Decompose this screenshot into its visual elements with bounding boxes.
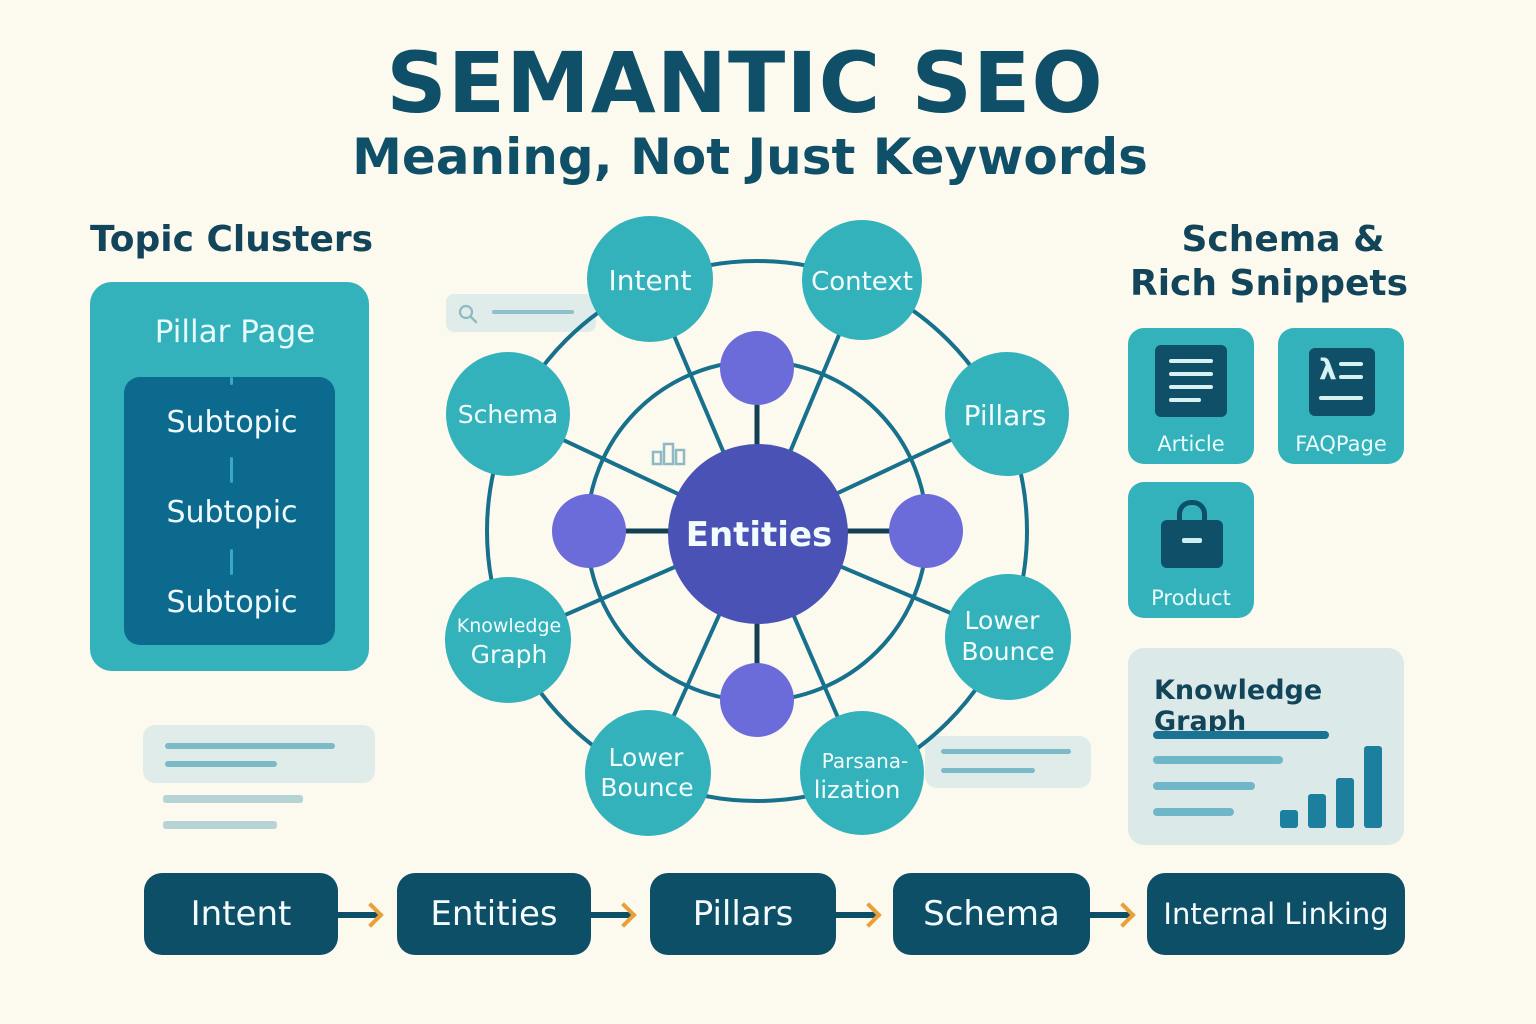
flow-connector [836, 912, 876, 918]
inner-node[interactable] [889, 494, 963, 568]
search-icon [458, 304, 478, 324]
node-label-intent: Intent [609, 264, 692, 297]
placeholder-line [165, 761, 277, 767]
placeholder-line [163, 795, 303, 803]
node-knowledge-graph[interactable] [445, 577, 571, 703]
node-label-lower: Lower [965, 606, 1041, 635]
flow-step-pillars[interactable]: Pillars [650, 873, 836, 955]
inner-node[interactable] [552, 494, 626, 568]
center-node-entities[interactable] [668, 444, 848, 624]
topic-clusters-heading: Topic Clusters [90, 219, 374, 260]
bar-chart-icon [651, 442, 686, 466]
connector-line [230, 457, 233, 483]
node-label-context: Context [811, 267, 913, 297]
flow-step-internal-linking[interactable]: Internal Linking [1147, 873, 1405, 955]
placeholder-line [1153, 782, 1255, 790]
knowledge-graph-title: Knowledge Graph [1154, 675, 1323, 737]
page-subtitle: Meaning, Not Just Keywords [352, 128, 1148, 186]
placeholder-line [163, 821, 277, 829]
lambda-list-icon: λ [1309, 348, 1375, 416]
outer-nodes [445, 216, 1071, 836]
node-label-bounce: Bounce [600, 773, 693, 802]
flow-connector [591, 912, 631, 918]
schema-card-label: Article [1157, 432, 1225, 456]
node-pillars[interactable] [945, 352, 1069, 476]
flow-step-schema[interactable]: Schema [893, 873, 1090, 955]
node-context[interactable] [802, 220, 922, 340]
schema-card-article[interactable]: Article [1128, 328, 1254, 464]
pillar-page-card: Pillar Page Subtopic Subtopic Subtopic [90, 282, 369, 671]
knowledge-graph-card: Knowledge Graph [1128, 648, 1404, 845]
inner-node[interactable] [720, 663, 794, 737]
center-label-entities: Entities [686, 515, 833, 555]
node-label-lower: Lower [609, 743, 685, 772]
outer-ring [485, 259, 1029, 803]
placeholder-line [1153, 808, 1234, 816]
schema-card-label: FAQPage [1295, 432, 1387, 456]
node-personalization[interactable] [800, 711, 924, 835]
subtopic-item: Subtopic [166, 405, 298, 440]
placeholder-line [941, 749, 1071, 754]
schema-heading-line2: Rich Snippets [1129, 263, 1409, 304]
node-label-knowledge: Knowledge [457, 615, 561, 637]
schema-card-faqpage[interactable]: λ FAQPage [1278, 328, 1404, 464]
flow-connector [1090, 912, 1130, 918]
schema-heading-line1: Schema & [1181, 219, 1385, 260]
node-lower-bounce-right[interactable] [945, 574, 1071, 700]
placeholder-line [1153, 756, 1283, 764]
subtopics-group: Subtopic Subtopic Subtopic [124, 377, 335, 645]
node-label-pillars: Pillars [964, 399, 1047, 432]
flow-connector [338, 912, 378, 918]
decorative-text-card [925, 736, 1091, 788]
placeholder-line [1153, 731, 1329, 739]
shopping-bag-icon [1161, 500, 1223, 572]
document-lines-icon [1155, 345, 1227, 417]
placeholder-line [941, 768, 1035, 773]
node-intent[interactable] [587, 216, 713, 342]
inner-node[interactable] [720, 331, 794, 405]
decorative-text-card [143, 725, 375, 783]
node-label-parsana: Parsana- [822, 749, 908, 773]
search-bar[interactable] [446, 294, 596, 332]
bar-chart-icon [1278, 743, 1388, 828]
flow-step-entities[interactable]: Entities [397, 873, 591, 955]
connector-line [230, 377, 233, 385]
node-lower-bounce-bottom[interactable] [585, 710, 711, 836]
schema-card-product[interactable]: Product [1128, 482, 1254, 618]
inner-nodes [552, 331, 963, 737]
schema-card-label: Product [1151, 586, 1231, 610]
node-label-bounce: Bounce [961, 637, 1054, 666]
connector-line [230, 549, 233, 575]
node-label-schema: Schema [458, 400, 559, 429]
subtopic-item: Subtopic [166, 495, 298, 530]
node-schema[interactable] [446, 352, 570, 476]
page-title: SEMANTIC SEO [386, 34, 1104, 132]
placeholder-line [165, 743, 335, 749]
flow-step-intent[interactable]: Intent [144, 873, 338, 955]
pillar-page-label: Pillar Page [154, 314, 316, 350]
subtopic-item: Subtopic [166, 585, 298, 620]
node-label-lization: lization [814, 776, 901, 804]
search-placeholder-line [492, 310, 574, 314]
node-label-graph: Graph [471, 640, 548, 669]
